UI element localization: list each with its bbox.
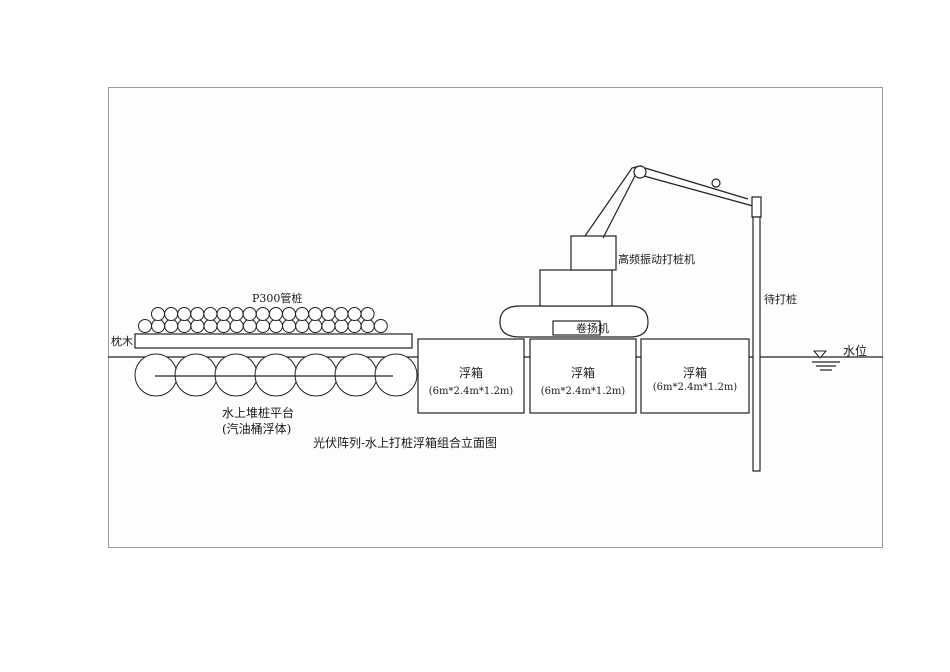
oil-drum-floats (134, 353, 418, 397)
oil-drum (294, 353, 338, 397)
pontoon-3-size: (6m*2.4m*1.2m) (653, 382, 738, 393)
machine-cab (570, 235, 617, 271)
pipe-pile (268, 307, 283, 321)
pipe-pile (321, 307, 336, 321)
pipe-pile (360, 307, 375, 321)
pipe-pile (373, 319, 388, 333)
pontoon-2-name: 浮箱 (571, 365, 595, 380)
pipe-pile (242, 307, 257, 321)
pipe-pile (216, 319, 231, 333)
pipe-pile (177, 319, 192, 333)
pipe-pile-stack (138, 307, 388, 333)
pipe-pile (295, 307, 310, 321)
pontoon-1: 浮箱 (6m*2.4m*1.2m) (417, 338, 525, 414)
pontoon-3-name: 浮箱 (683, 365, 707, 380)
hoist-box (552, 320, 601, 336)
pipe-pile (216, 307, 231, 321)
pipe-pile (308, 319, 323, 333)
boom-arm (584, 165, 642, 239)
pile-driver-machine (499, 165, 754, 338)
pipe-pile (282, 319, 297, 333)
boom-pivot (633, 165, 647, 179)
platform-label-line1: 水上堆桩平台 (222, 405, 294, 420)
pipe-pile (164, 307, 179, 321)
sleeper-label: 枕木 (111, 334, 133, 348)
pipe-pile (347, 319, 362, 333)
pipe-pile (177, 307, 192, 321)
oil-drum (134, 353, 178, 397)
pipe-piles-label: P300管桩 (252, 291, 302, 305)
pipe-pile (203, 307, 218, 321)
pontoon-3: 浮箱 (6m*2.4m*1.2m) (640, 338, 750, 414)
pipe-pile (308, 307, 323, 321)
jib-arm (643, 167, 754, 207)
pipe-pile (282, 307, 296, 321)
oil-drum (334, 353, 378, 397)
water-level-symbol (812, 350, 840, 371)
pipe-pile (203, 319, 218, 333)
diagram-caption: 光伏阵列-水上打桩浮箱组合立面图 (313, 435, 497, 450)
pontoon-1-size: (6m*2.4m*1.2m) (429, 386, 514, 397)
pipe-pile (138, 319, 152, 333)
pipe-pile (321, 319, 336, 333)
pipe-pile (334, 319, 349, 333)
pipe-pile (255, 307, 270, 321)
water-level-label: 水位 (843, 343, 867, 358)
pipe-pile (242, 319, 257, 333)
pipe-pile (151, 319, 166, 333)
oil-drum (214, 353, 258, 397)
pipe-pile (295, 319, 310, 333)
pipe-pile (229, 319, 244, 333)
oil-drum (174, 353, 218, 397)
pipe-pile (360, 319, 375, 333)
jib-joint (711, 178, 721, 188)
oil-drum (254, 353, 298, 397)
pile-driver-label: 高频振动打桩机 (618, 252, 695, 266)
pipe-pile (269, 319, 283, 333)
pontoon-2: 浮箱 (6m*2.4m*1.2m) (529, 338, 637, 414)
machine-body (539, 269, 613, 307)
pile-to-drive (751, 196, 762, 472)
pile-to-drive-label: 待打桩 (764, 292, 797, 306)
pipe-pile (347, 307, 362, 321)
pipe-pile (151, 307, 165, 321)
platform-label-line2: (汽油桶浮体) (222, 421, 291, 436)
sleeper-beam (134, 333, 413, 349)
pipe-pile (190, 307, 205, 321)
hoist-label: 卷扬机 (576, 321, 609, 335)
pontoon-1-name: 浮箱 (459, 365, 483, 380)
oil-drum (374, 353, 418, 397)
pipe-pile (229, 307, 244, 321)
pipe-pile (255, 319, 270, 333)
pipe-pile (190, 319, 205, 333)
pipe-pile (164, 319, 179, 333)
pipe-pile (334, 307, 349, 321)
pontoon-2-size: (6m*2.4m*1.2m) (541, 386, 626, 397)
